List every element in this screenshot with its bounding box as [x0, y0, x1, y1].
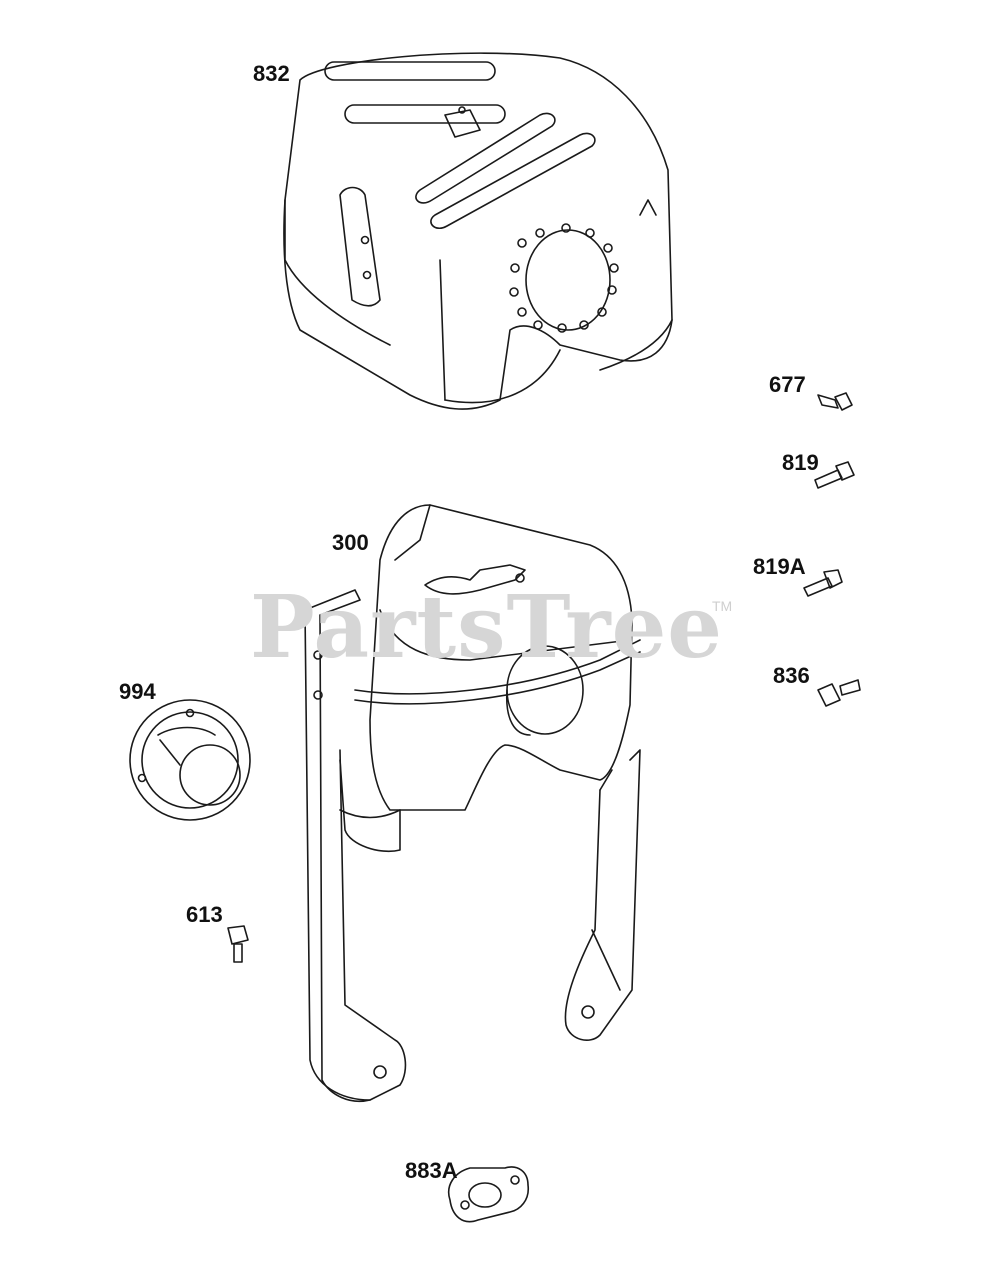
watermark: PartsTree: [250, 577, 724, 678]
part-label-613[interactable]: 613: [186, 902, 223, 927]
heat-shield-holes: [510, 224, 618, 332]
part-label-819a[interactable]: 819A: [753, 554, 806, 579]
screw-819[interactable]: [815, 462, 854, 488]
part-label-883a[interactable]: 883A: [405, 1158, 458, 1183]
screw-819a[interactable]: [804, 570, 842, 596]
heat-shield-832[interactable]: [284, 53, 672, 409]
watermark-tm: TM: [712, 598, 733, 614]
screw-613[interactable]: [228, 926, 248, 962]
part-label-994[interactable]: 994: [119, 679, 156, 704]
screw-836[interactable]: [818, 680, 860, 706]
part-label-836[interactable]: 836: [773, 663, 810, 688]
part-label-677[interactable]: 677: [769, 372, 806, 397]
part-label-832[interactable]: 832: [253, 61, 290, 86]
muffler-300[interactable]: [305, 505, 640, 1101]
screw-677[interactable]: [818, 393, 852, 410]
gasket-883a[interactable]: [449, 1167, 529, 1222]
part-label-819[interactable]: 819: [782, 450, 819, 475]
deflector-994[interactable]: [130, 700, 250, 820]
part-label-300[interactable]: 300: [332, 530, 369, 555]
